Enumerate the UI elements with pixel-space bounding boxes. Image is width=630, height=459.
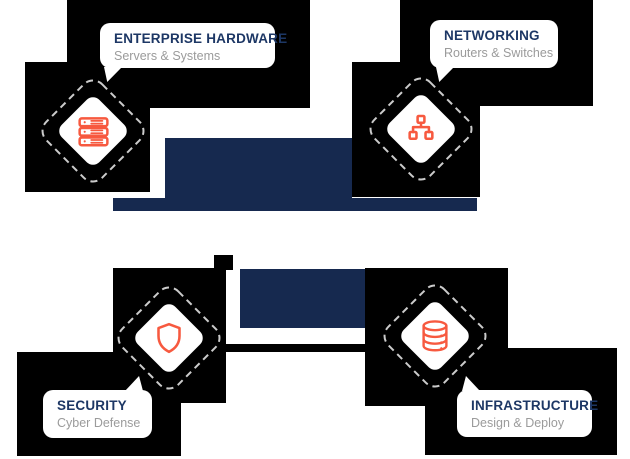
label-bubble-enterprise-hardware: ENTERPRISE HARDWARE Servers & Systems	[100, 23, 288, 68]
card-title: NETWORKING	[444, 28, 540, 43]
diamond-security	[113, 282, 225, 394]
navy-accent-rect	[240, 269, 365, 328]
backdrop-bar	[226, 344, 368, 352]
card-subtitle: Servers & Systems	[114, 49, 221, 63]
card-title: INFRASTRUCTURE	[471, 398, 599, 413]
backdrop-block	[214, 255, 233, 270]
shield-icon	[113, 282, 225, 394]
card-subtitle: Cyber Defense	[57, 416, 141, 430]
label-bubble-infrastructure: INFRASTRUCTURE Design & Deploy	[457, 390, 599, 437]
card-title: ENTERPRISE HARDWARE	[114, 31, 288, 46]
navy-accent-bar	[113, 198, 477, 211]
navy-accent-rect	[165, 138, 352, 198]
card-subtitle: Routers & Switches	[444, 46, 554, 60]
database-icon	[379, 280, 491, 392]
diamond-enterprise-hardware	[37, 75, 149, 187]
server-icon	[37, 75, 149, 187]
network-icon	[365, 73, 477, 185]
diamond-frame	[369, 77, 473, 181]
card-subtitle: Design & Deploy	[471, 416, 565, 430]
diamond-infrastructure	[379, 280, 491, 392]
diamond-frame	[117, 286, 221, 390]
diamond-frame	[41, 79, 145, 183]
label-bubble-networking: NETWORKING Routers & Switches	[430, 20, 558, 68]
card-title: SECURITY	[57, 398, 127, 413]
diamond-networking	[365, 73, 477, 185]
label-bubble-security: SECURITY Cyber Defense	[43, 390, 152, 438]
